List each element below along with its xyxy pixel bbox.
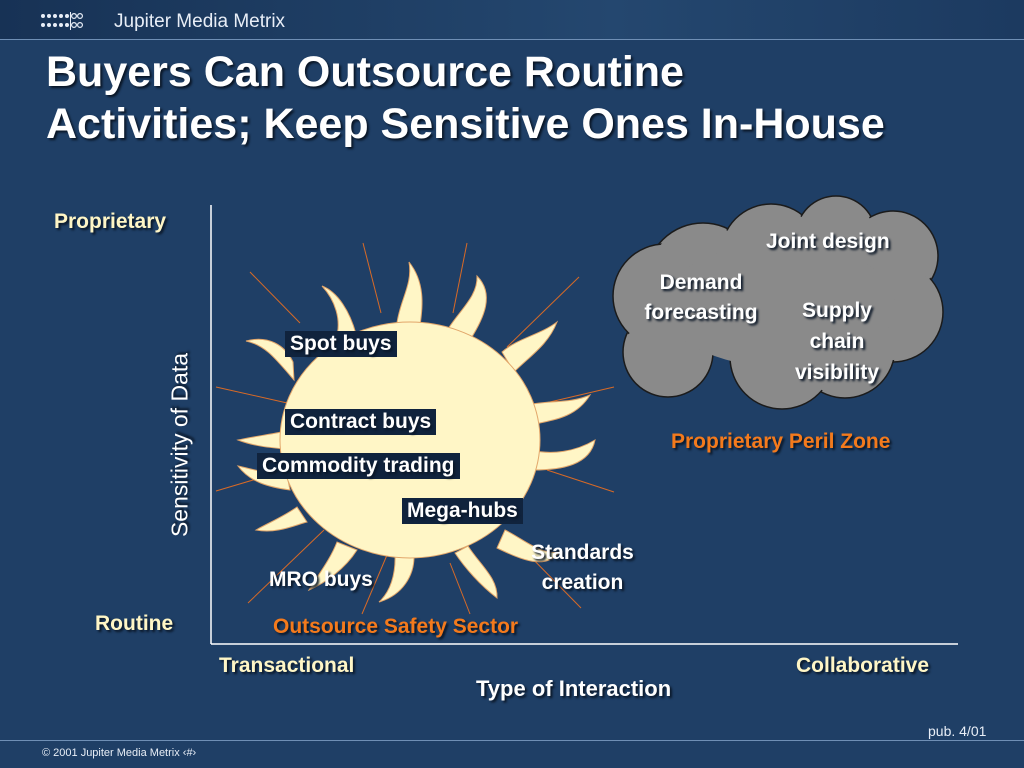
slide-title: Buyers Can Outsource Routine Activities;… [46, 46, 1016, 150]
sun-item-mega-hubs: Mega-hubs [402, 498, 523, 524]
cloud-item-joint-design: Joint design [766, 230, 890, 253]
supply-line-2: chain [809, 330, 865, 353]
header-divider [0, 39, 1024, 40]
header-band [0, 0, 1024, 40]
proprietary-peril-zone-label: Proprietary Peril Zone [671, 430, 891, 453]
sun-item-commodity-trading: Commodity trading [257, 453, 460, 479]
copyright-notice: © 2001 Jupiter Media Metrix ‹#› [42, 747, 197, 759]
demand-line-1: Demand [659, 271, 743, 294]
y-axis-top-label: Proprietary [54, 210, 167, 233]
standards-line-2: creation [541, 571, 624, 594]
cloud-item-supply-chain-visibility: Supply chain visibility [772, 295, 902, 388]
x-axis-right-label: Collaborative [796, 654, 930, 677]
sun-item-mro-buys: MRO buys [269, 568, 373, 591]
demand-line-2: forecasting [644, 301, 758, 324]
supply-line-3: visibility [794, 361, 880, 384]
brand-name: Jupiter Media Metrix [114, 11, 286, 32]
standards-line-1: Standards [531, 541, 634, 564]
sun-item-contract-buys: Contract buys [285, 409, 437, 435]
footer-divider [0, 740, 1024, 741]
publication-date: pub. 4/01 [928, 723, 987, 739]
outsource-safety-sector-label: Outsource Safety Sector [273, 615, 519, 638]
x-axis-left-label: Transactional [219, 654, 355, 677]
cloud-item-demand-forecasting: Demand forecasting [626, 268, 776, 328]
supply-line-1: Supply [801, 299, 872, 322]
logo-icon [41, 12, 83, 30]
title-line-1: Buyers Can Outsource Routine [46, 48, 684, 96]
sun-item-spot-buys: Spot buys [285, 331, 397, 357]
y-axis-bottom-label: Routine [95, 612, 174, 635]
title-line-2: Activities; Keep Sensitive Ones In-House [46, 100, 885, 148]
y-axis-title: Sensitivity of Data [166, 352, 193, 538]
x-axis-title: Type of Interaction [476, 676, 672, 701]
sun-item-standards-creation: Standards creation [505, 538, 660, 598]
